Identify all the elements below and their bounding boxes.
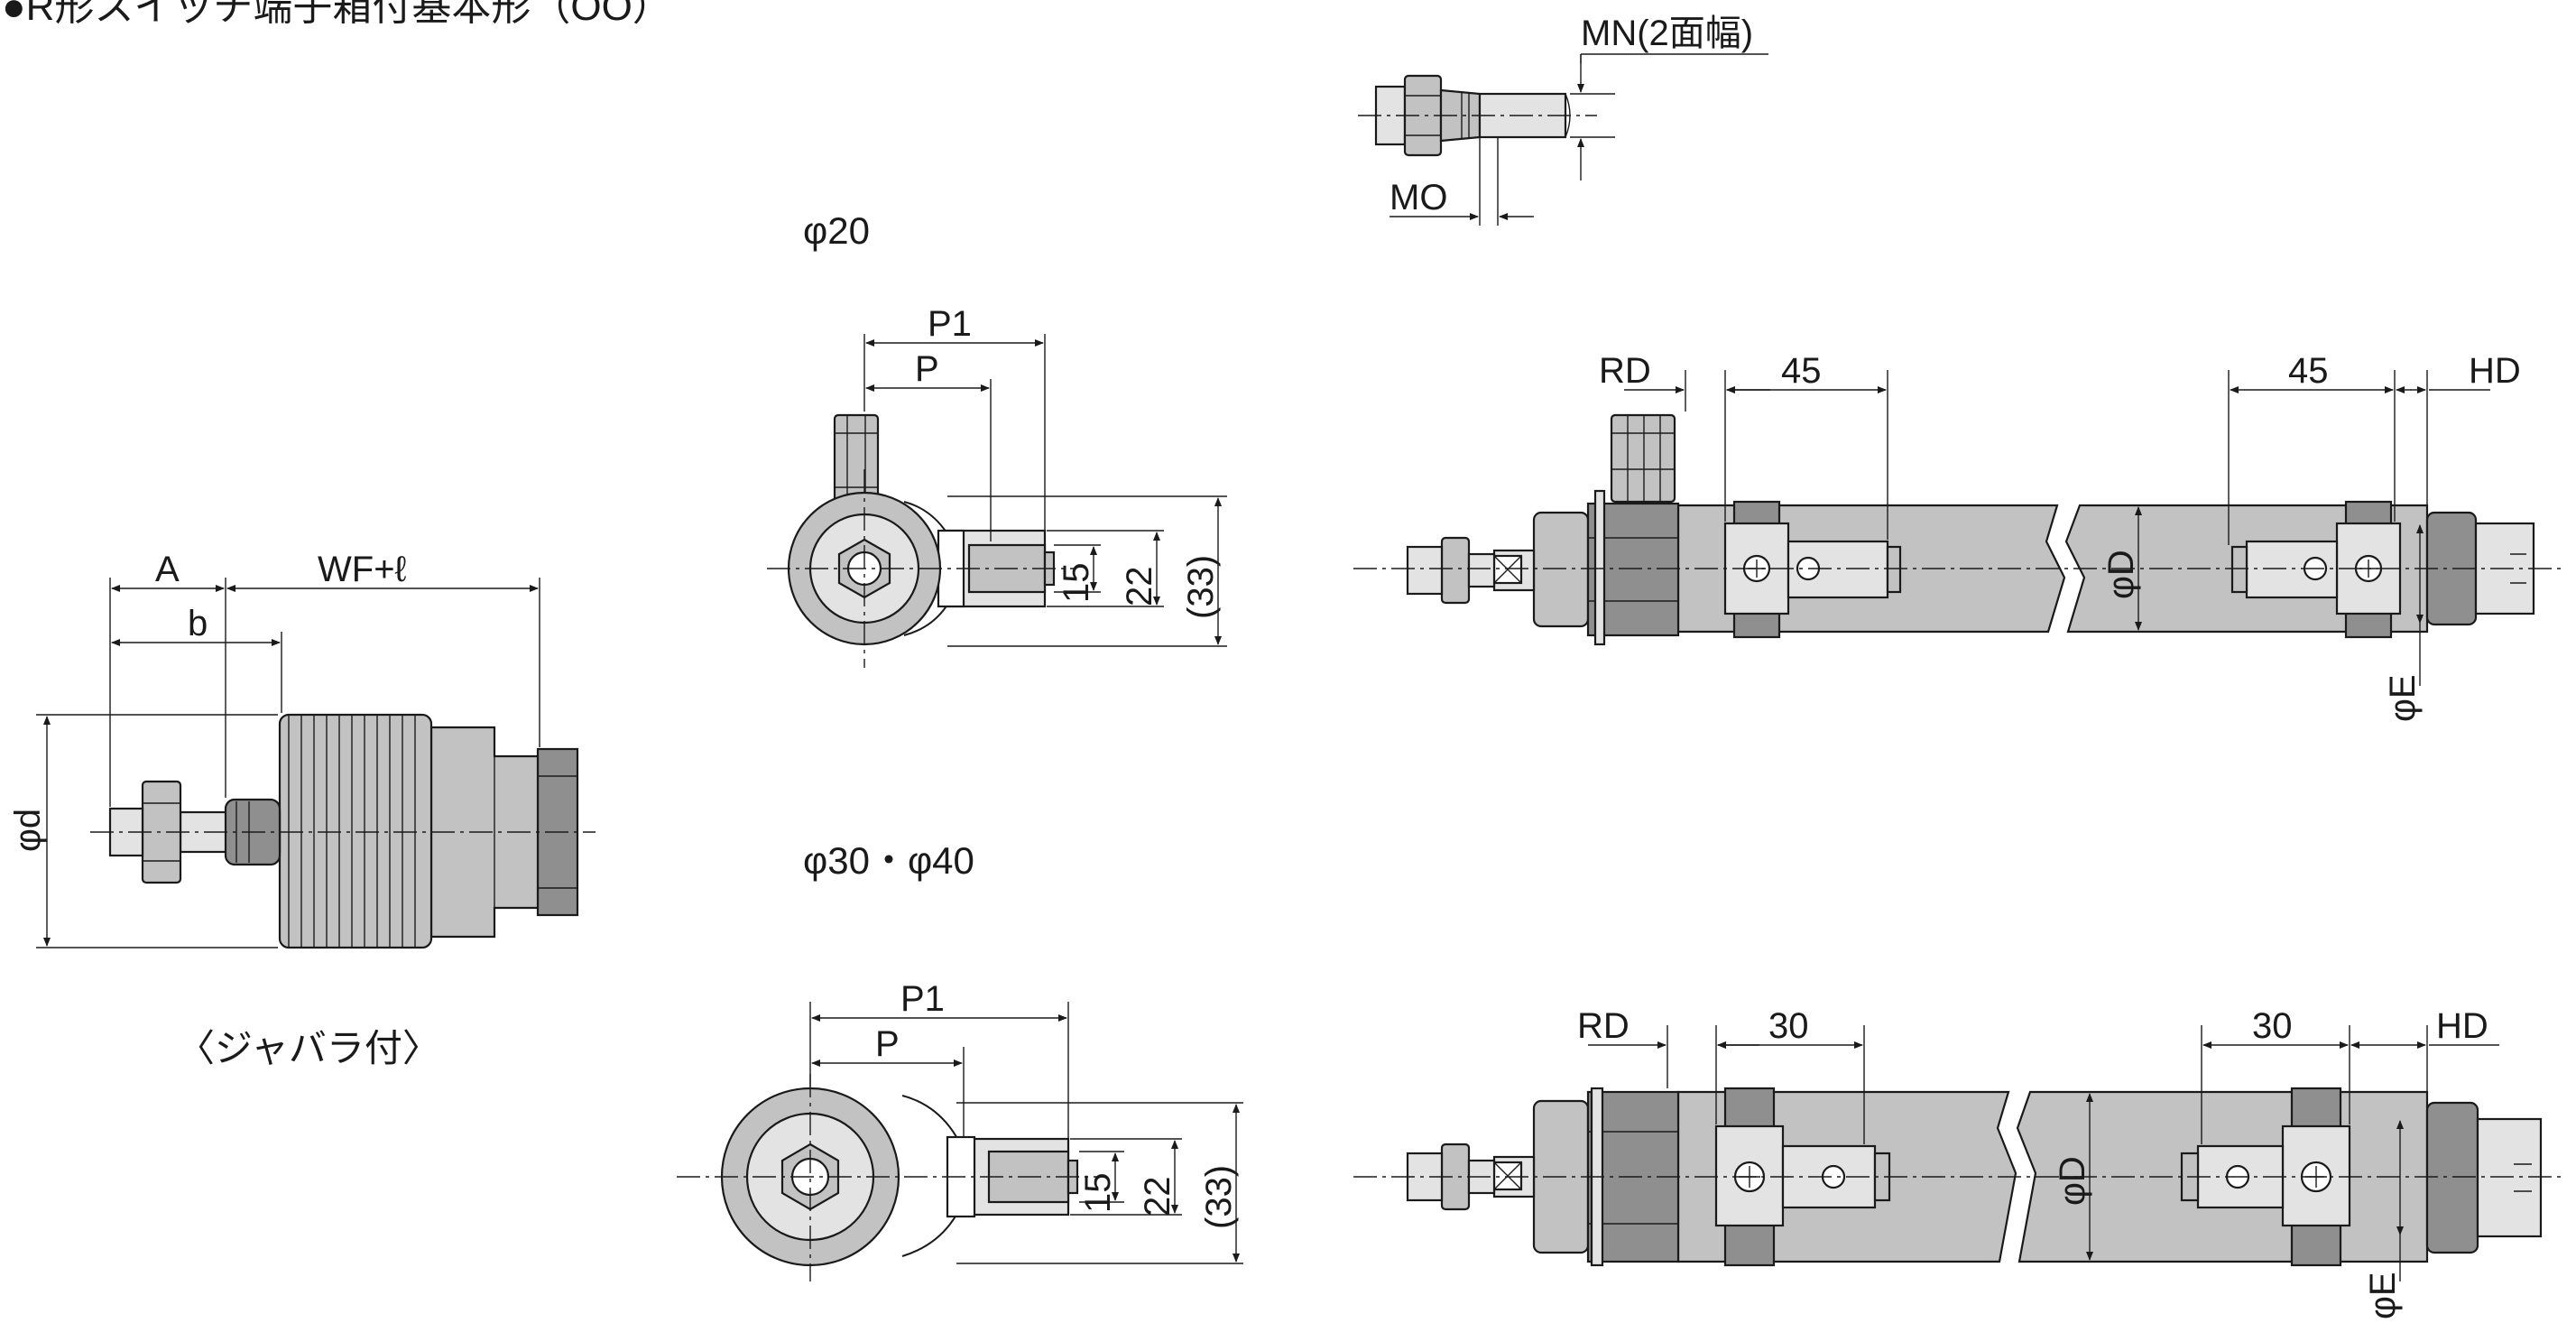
phi20-d15-label: 15 xyxy=(1057,563,1096,604)
phi30-30b-label: 30 xyxy=(2252,1006,2293,1046)
phi20-45a-label: 45 xyxy=(1781,351,1822,391)
phi20-rd-label: RD xyxy=(1599,351,1651,391)
phi20-p1-label: P1 xyxy=(928,304,972,344)
phi30-d33-label: (33) xyxy=(1199,1165,1239,1229)
phi30-p-label: P xyxy=(875,1024,900,1064)
phi20-phid-label: φD xyxy=(2101,550,2141,599)
phi20-caption: φ20 xyxy=(803,209,870,252)
phi30-hd-label: HD xyxy=(2436,1006,2488,1046)
phi20-side-view: RD 45 45 HD φD φE xyxy=(1353,351,2562,722)
bellows-view: A WF+ℓ b φd 〈ジャバラ付〉 xyxy=(8,550,596,1069)
phi30-40-side-view: RD 30 30 HD φD φE xyxy=(1353,1006,2562,1319)
dim-b-label: b xyxy=(188,604,208,643)
phi20-end-view: φ20 P1 P xyxy=(767,209,1227,668)
phi30-rd-label: RD xyxy=(1577,1006,1630,1046)
phi30-d22-label: 22 xyxy=(1138,1177,1177,1217)
dim-a-label: A xyxy=(155,550,180,589)
dim-mo-label: MO xyxy=(1390,178,1447,217)
rod-end-detail: MO MN(2面幅) xyxy=(1358,14,1768,226)
bellows-caption: 〈ジャバラ付〉 xyxy=(177,1027,440,1069)
phi20-d33-label: (33) xyxy=(1181,555,1221,619)
dim-wf-label: WF+ℓ xyxy=(318,550,407,589)
phi30-phie-label: φE xyxy=(2363,1272,2403,1319)
dim-mn-label: MN(2面幅) xyxy=(1581,14,1753,53)
phi30-p1-label: P1 xyxy=(900,979,945,1019)
bellows-ribs xyxy=(278,713,433,949)
phi30-d15-label: 15 xyxy=(1078,1173,1118,1214)
phi20-hd-label: HD xyxy=(2469,351,2521,391)
phi20-phie-label: φE xyxy=(2383,674,2423,722)
dim-phid-label: φd xyxy=(8,809,48,852)
phi20-p-label: P xyxy=(915,349,939,389)
phi30-phid-label: φD xyxy=(2053,1156,2092,1206)
phi30-30a-label: 30 xyxy=(1768,1006,1809,1046)
phi20-45b-label: 45 xyxy=(2288,351,2329,391)
phi20-d22-label: 22 xyxy=(1120,567,1159,607)
page-title: ●R形スイッチ端子箱付基本形（OO） xyxy=(2,0,672,29)
phi30-40-caption: φ30・φ40 xyxy=(803,839,974,882)
phi30-40-end-view: φ30・φ40 P1 P 15 22 (33) xyxy=(677,839,1243,1281)
